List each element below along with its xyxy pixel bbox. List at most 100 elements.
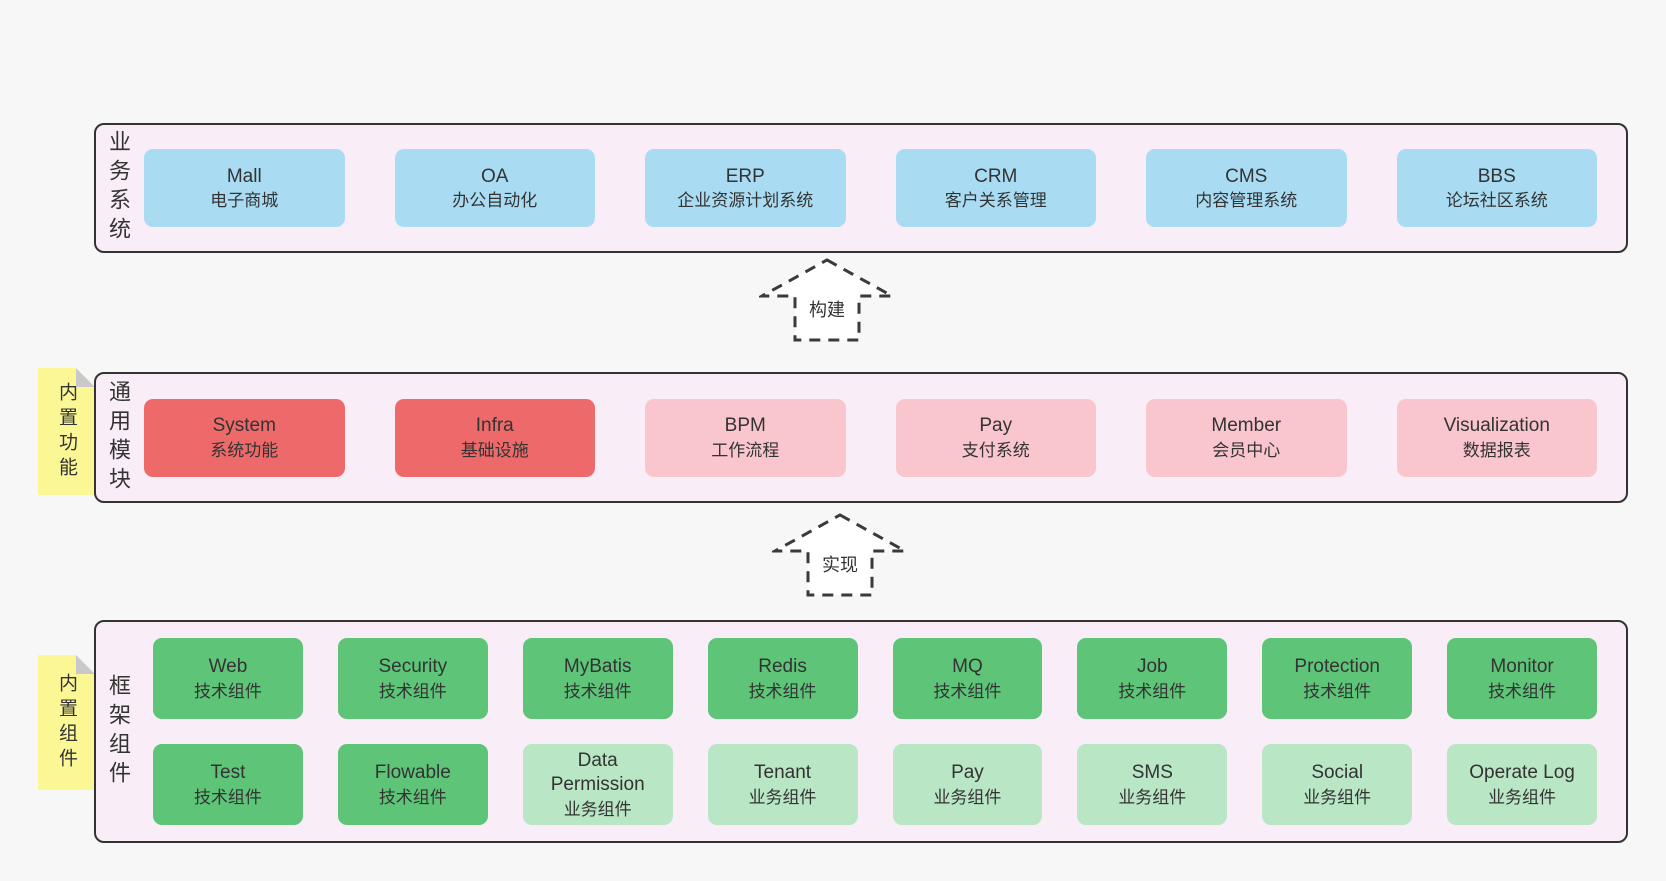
box-cms: CMS 内容管理系统 xyxy=(1146,149,1347,227)
box-title: System xyxy=(212,415,276,436)
box-data-permission: Data Permission 业务组件 xyxy=(522,744,673,825)
box-subtitle: 业务组件 xyxy=(563,799,632,819)
box-system: System 系统功能 xyxy=(144,398,345,477)
box-title: CMS xyxy=(1225,165,1268,187)
band-common-modules: 通用模块 System 系统功能 Infra 基础设施 BPM 工作流程 Pay 支付系统 Me… xyxy=(94,372,1628,503)
box-title: SMS xyxy=(1131,762,1173,783)
up-arrow-icon: 实现 xyxy=(769,513,911,597)
box-subtitle: 数据报表 xyxy=(1462,440,1531,460)
band-side-label: 业务系统 xyxy=(106,130,131,246)
box-subtitle: 论坛社区系统 xyxy=(1445,191,1548,211)
box-subtitle: 电子商城 xyxy=(210,191,279,211)
box-subtitle: 工作流程 xyxy=(711,440,780,460)
box-subtitle: 技术组件 xyxy=(193,681,262,701)
box-title: ERP xyxy=(725,165,765,187)
box-subtitle: 技术组件 xyxy=(378,787,447,807)
box-title: BBS xyxy=(1477,165,1516,187)
box-job: Job 技术组件 xyxy=(1077,638,1228,719)
box-subtitle: 技术组件 xyxy=(193,787,262,807)
box-title: Mall xyxy=(226,165,262,187)
box-test: Test 技术组件 xyxy=(153,744,303,825)
box-member: Member 会员中心 xyxy=(1146,398,1347,477)
band-side-label: 框架组件 xyxy=(106,673,131,790)
box-subtitle: 技术组件 xyxy=(933,681,1002,701)
box-subtitle: 办公自动化 xyxy=(452,191,538,211)
box-title: Security xyxy=(378,656,448,677)
arrow-build: 构建 xyxy=(756,257,898,348)
box-visualization: Visualization 数据报表 xyxy=(1396,398,1597,477)
box-bbs: BBS 论坛社区系统 xyxy=(1396,149,1597,227)
box-subtitle: 客户关系管理 xyxy=(944,191,1047,211)
box-title: Job xyxy=(1136,656,1168,677)
box-title: Operate Log xyxy=(1469,762,1575,783)
box-title: Web xyxy=(208,656,248,677)
box-subtitle: 业务组件 xyxy=(933,787,1002,807)
box-monitor: Monitor 技术组件 xyxy=(1447,638,1597,719)
box-subtitle: 技术组件 xyxy=(748,681,817,701)
box-bpm: BPM 工作流程 xyxy=(645,398,846,477)
box-subtitle: 基础设施 xyxy=(460,440,529,460)
box-title: Monitor xyxy=(1490,656,1554,677)
box-title: BPM xyxy=(724,415,766,436)
band-business-systems: 业务系统 Mall 电子商城 OA 办公自动化 ERP 企业资源计划系统 CRM 客户关系管理… xyxy=(94,123,1628,253)
box-protection: Protection 技术组件 xyxy=(1262,638,1413,719)
box-subtitle: 技术组件 xyxy=(378,681,447,701)
box-subtitle: 系统功能 xyxy=(210,440,279,460)
box-subtitle: 企业资源计划系统 xyxy=(677,191,814,211)
box-subtitle: 支付系统 xyxy=(961,440,1030,460)
up-arrow-icon: 构建 xyxy=(756,258,898,342)
box-mall: Mall 电子商城 xyxy=(144,149,345,227)
box-security: Security 技术组件 xyxy=(337,638,488,719)
box-mybatis: MyBatis 技术组件 xyxy=(522,638,673,719)
box-operate-log: Operate Log 业务组件 xyxy=(1447,744,1597,825)
arrow-implement: 实现 xyxy=(769,512,911,603)
box-subtitle: 业务组件 xyxy=(1118,787,1187,807)
box-title: Data Permission xyxy=(550,750,645,795)
box-mq: MQ 技术组件 xyxy=(892,638,1043,719)
box-title: OA xyxy=(481,165,509,187)
box-crm: CRM 客户关系管理 xyxy=(895,149,1096,227)
box-flowable: Flowable 技术组件 xyxy=(337,744,488,825)
box-subtitle: 技术组件 xyxy=(1488,681,1557,701)
box-web: Web 技术组件 xyxy=(153,638,303,719)
business-box-row: Mall 电子商城 OA 办公自动化 ERP 企业资源计划系统 CRM 客户关系管理 CMS 内容… xyxy=(144,149,1597,227)
box-title: MQ xyxy=(952,656,983,677)
box-subtitle: 技术组件 xyxy=(1303,681,1372,701)
box-title: Member xyxy=(1211,415,1282,436)
band-side-label: 通用模块 xyxy=(106,379,131,496)
box-subtitle: 业务组件 xyxy=(1303,787,1372,807)
box-title: Protection xyxy=(1294,656,1380,677)
box-subtitle: 内容管理系统 xyxy=(1195,191,1298,211)
sticky-tab-builtin-components: 内置组件 xyxy=(38,655,95,790)
sticky-tab-label: 内置组件 xyxy=(56,672,77,773)
box-title: Pay xyxy=(979,415,1013,436)
box-title: Redis xyxy=(758,656,807,677)
box-title: Flowable xyxy=(374,762,451,783)
box-infra: Infra 基础设施 xyxy=(394,398,595,477)
box-sms: SMS 业务组件 xyxy=(1077,744,1228,825)
box-subtitle: 技术组件 xyxy=(1118,681,1187,701)
arrow-label: 实现 xyxy=(822,555,858,575)
box-subtitle: 技术组件 xyxy=(563,681,632,701)
box-title: Pay xyxy=(951,762,984,783)
box-subtitle: 业务组件 xyxy=(1488,787,1557,807)
box-title: MyBatis xyxy=(563,656,632,677)
arrow-label: 构建 xyxy=(809,300,845,320)
modules-box-row: System 系统功能 Infra 基础设施 BPM 工作流程 Pay 支付系统 Member 会… xyxy=(144,398,1597,477)
box-pay: Pay 业务组件 xyxy=(892,744,1043,825)
sticky-tab-label: 内置功能 xyxy=(56,381,77,482)
box-title: Visualization xyxy=(1443,415,1550,436)
box-title: Test xyxy=(210,762,246,783)
box-title: CRM xyxy=(974,165,1018,187)
box-title: Infra xyxy=(475,415,514,436)
box-subtitle: 业务组件 xyxy=(748,787,817,807)
box-redis: Redis 技术组件 xyxy=(707,638,858,719)
box-oa: OA 办公自动化 xyxy=(394,149,595,227)
box-subtitle: 会员中心 xyxy=(1212,440,1281,460)
